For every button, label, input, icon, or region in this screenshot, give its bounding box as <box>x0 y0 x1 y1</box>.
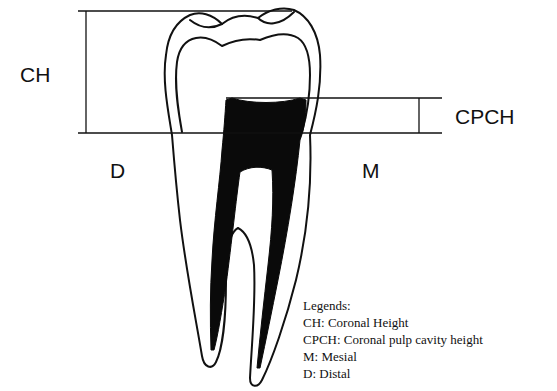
cpch-top-line <box>226 97 442 98</box>
legend-entry: CH: Coronal Height <box>303 314 483 331</box>
tooth-outline <box>165 8 321 385</box>
cusp-groove <box>190 12 294 27</box>
legend-entry: CPCH: Coronal pulp cavity height <box>303 331 483 348</box>
cpch-bracket <box>418 98 419 133</box>
legend-entry: D: Distal <box>303 365 483 382</box>
legend-heading: Legends: <box>303 297 483 314</box>
dimension-label: CH <box>20 64 50 85</box>
ch-bracket <box>85 11 86 133</box>
direction-label: M <box>362 160 380 181</box>
dimension-lines <box>78 11 442 133</box>
direction-label: D <box>110 160 125 181</box>
cej-line <box>78 132 442 133</box>
dimension-label: CPCH <box>455 106 515 127</box>
legend-entry: M: Mesial <box>303 348 483 365</box>
ch-top-line <box>78 10 292 11</box>
pulp-cavity <box>210 98 306 368</box>
legend: Legends:CH: Coronal HeightCPCH: Coronal … <box>303 297 483 382</box>
